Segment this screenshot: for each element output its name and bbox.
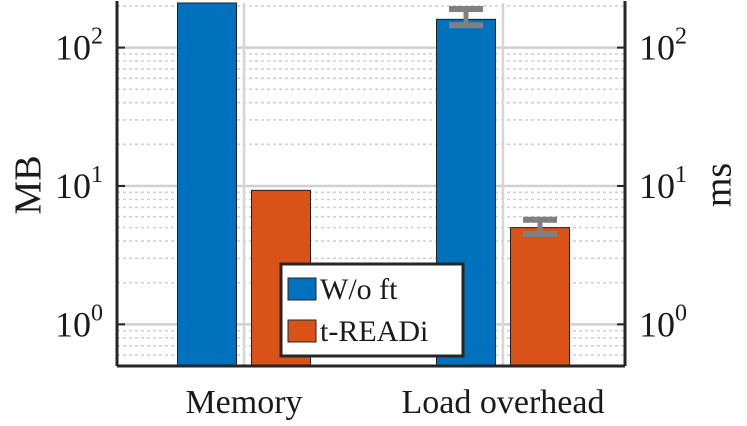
right-tick-exponent: 1	[675, 162, 687, 188]
left-tick-label: 102	[55, 24, 103, 68]
legend-swatch-t-readi	[287, 319, 317, 343]
right-tick-base: 10	[639, 304, 675, 344]
category-label-load-overhead: Load overhead	[402, 384, 605, 421]
legend-label-w-o-ft: W/o ft	[320, 273, 398, 306]
left-tick-exponent: 1	[91, 162, 103, 188]
right-tick-label: 102	[639, 24, 687, 68]
right-tick-label: 101	[639, 162, 687, 206]
left-tick-exponent: 2	[91, 24, 103, 50]
left-tick-exponent: 0	[91, 300, 103, 326]
left-tick-base: 10	[55, 304, 91, 344]
y-right-axis-label: ms	[698, 163, 740, 207]
left-tick-label: 100	[55, 300, 103, 344]
y-left-axis-label: MB	[8, 155, 50, 214]
left-tick-base: 10	[55, 166, 91, 206]
legend-swatch-w-o-ft	[287, 277, 317, 301]
right-tick-exponent: 0	[675, 300, 687, 326]
right-tick-exponent: 2	[675, 24, 687, 50]
right-tick-base: 10	[639, 28, 675, 68]
right-tick-label: 100	[639, 300, 687, 344]
bar	[510, 227, 570, 367]
category-label-memory: Memory	[185, 384, 302, 421]
axes-frame	[115, 1, 627, 368]
error-bars-layer	[449, 6, 557, 237]
legend: W/o ft t-READi	[279, 262, 465, 358]
bar	[177, 2, 237, 367]
legend-label-t-readi: t-READi	[320, 315, 428, 348]
left-tick-label: 101	[55, 162, 103, 206]
left-tick-base: 10	[55, 28, 91, 68]
right-tick-base: 10	[639, 166, 675, 206]
